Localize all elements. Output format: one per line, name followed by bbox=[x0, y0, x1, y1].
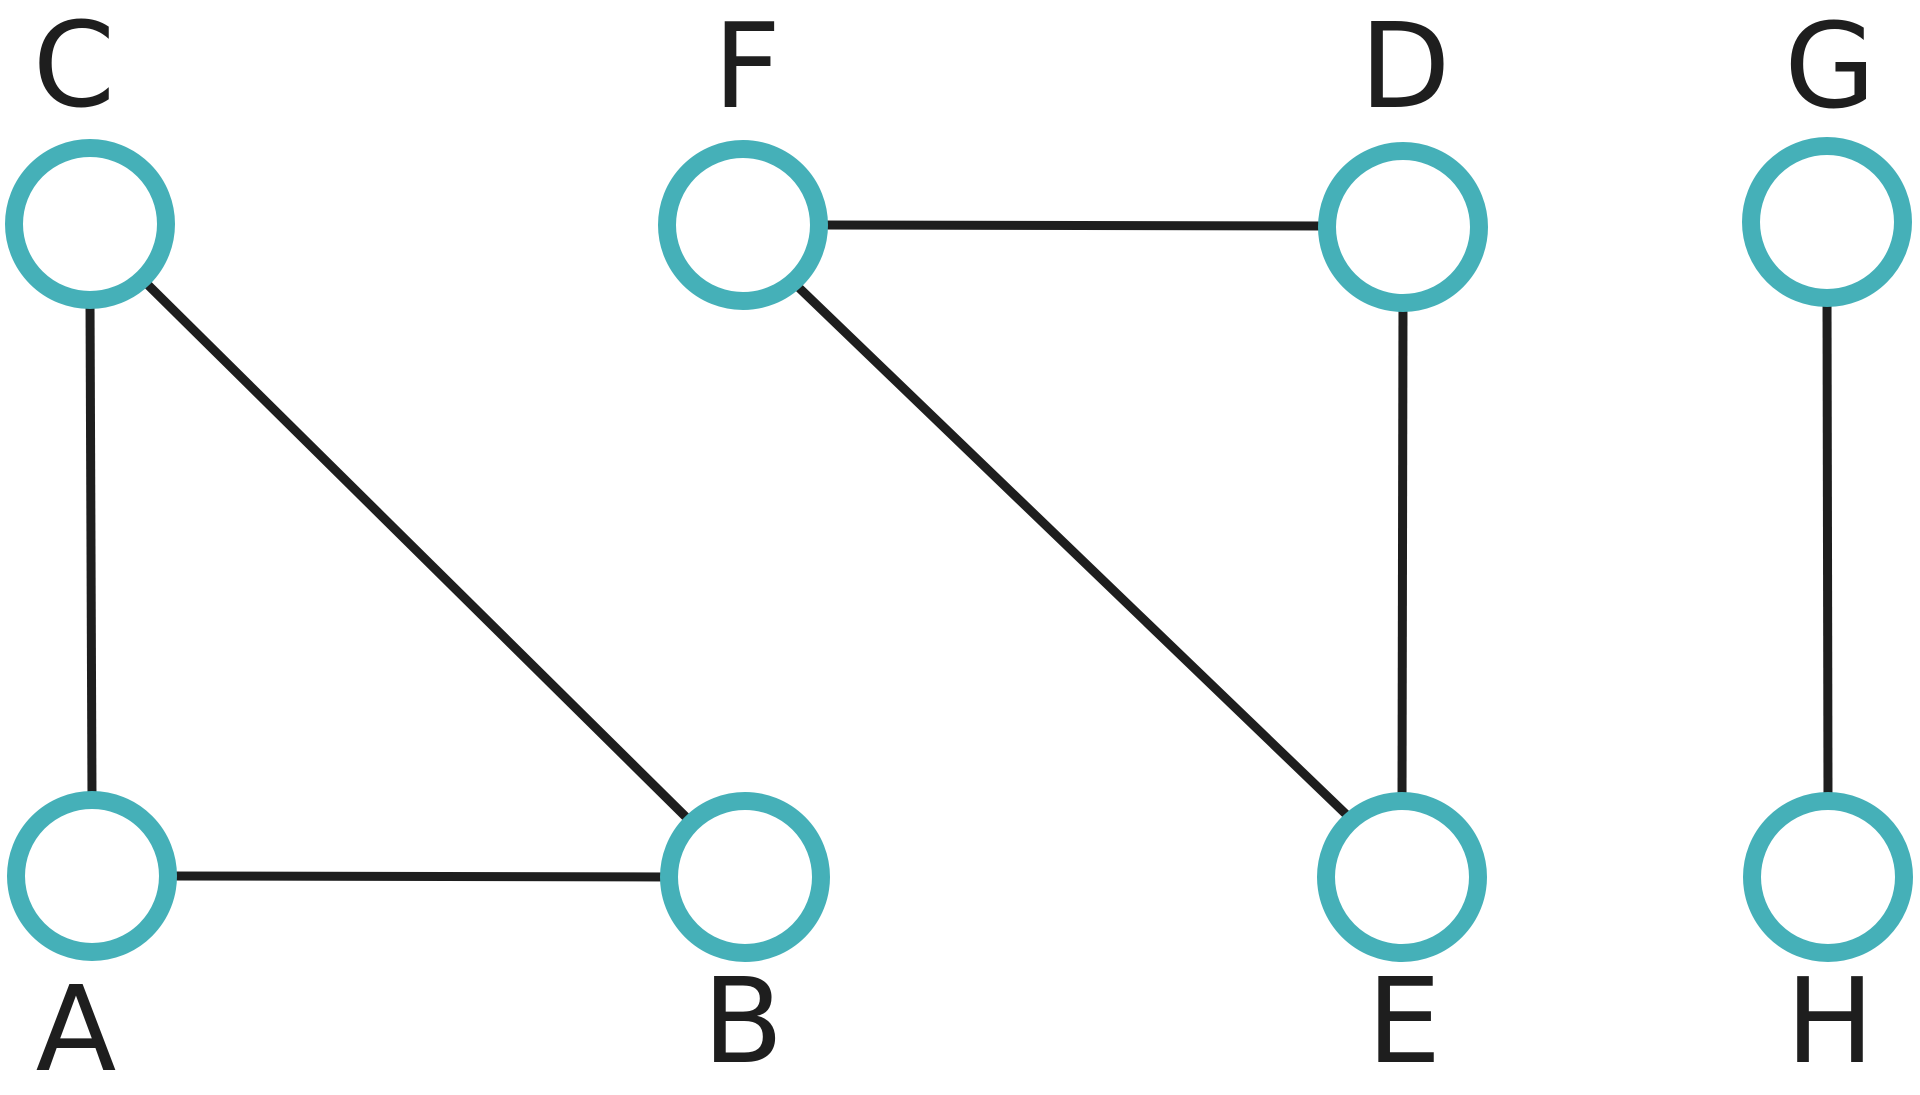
edge-F-E[interactable] bbox=[789, 278, 1356, 824]
edge-G-H[interactable] bbox=[1822, 297, 1833, 802]
edge-C-A[interactable] bbox=[85, 299, 97, 801]
node-label-c: C bbox=[33, 0, 115, 134]
labels-layer: C A B F D E G H bbox=[33, 0, 1876, 1095]
edge-A-B[interactable] bbox=[167, 871, 670, 882]
graph-node-a[interactable] bbox=[7, 791, 177, 961]
graph-node-e[interactable] bbox=[1317, 792, 1487, 962]
node-label-a: A bbox=[36, 960, 117, 1095]
node-label-b: B bbox=[703, 952, 784, 1090]
nodes-layer bbox=[5, 137, 1913, 962]
graph-node-b[interactable] bbox=[660, 792, 830, 962]
graph-node-h[interactable] bbox=[1743, 792, 1913, 962]
graph-node-f[interactable] bbox=[658, 140, 828, 310]
edges-layer bbox=[85, 220, 1833, 882]
node-label-f: F bbox=[713, 0, 781, 135]
graph-node-c[interactable] bbox=[5, 139, 175, 309]
graph-node-d[interactable] bbox=[1318, 142, 1488, 312]
edge-D-E[interactable] bbox=[1397, 302, 1408, 802]
node-label-g: G bbox=[1784, 0, 1875, 135]
node-label-d: D bbox=[1360, 0, 1451, 135]
edge-C-B[interactable] bbox=[138, 275, 696, 827]
node-label-e: E bbox=[1367, 952, 1442, 1090]
node-label-h: H bbox=[1786, 952, 1875, 1090]
edge-F-D[interactable] bbox=[818, 220, 1328, 231]
graph-node-g[interactable] bbox=[1742, 137, 1912, 307]
